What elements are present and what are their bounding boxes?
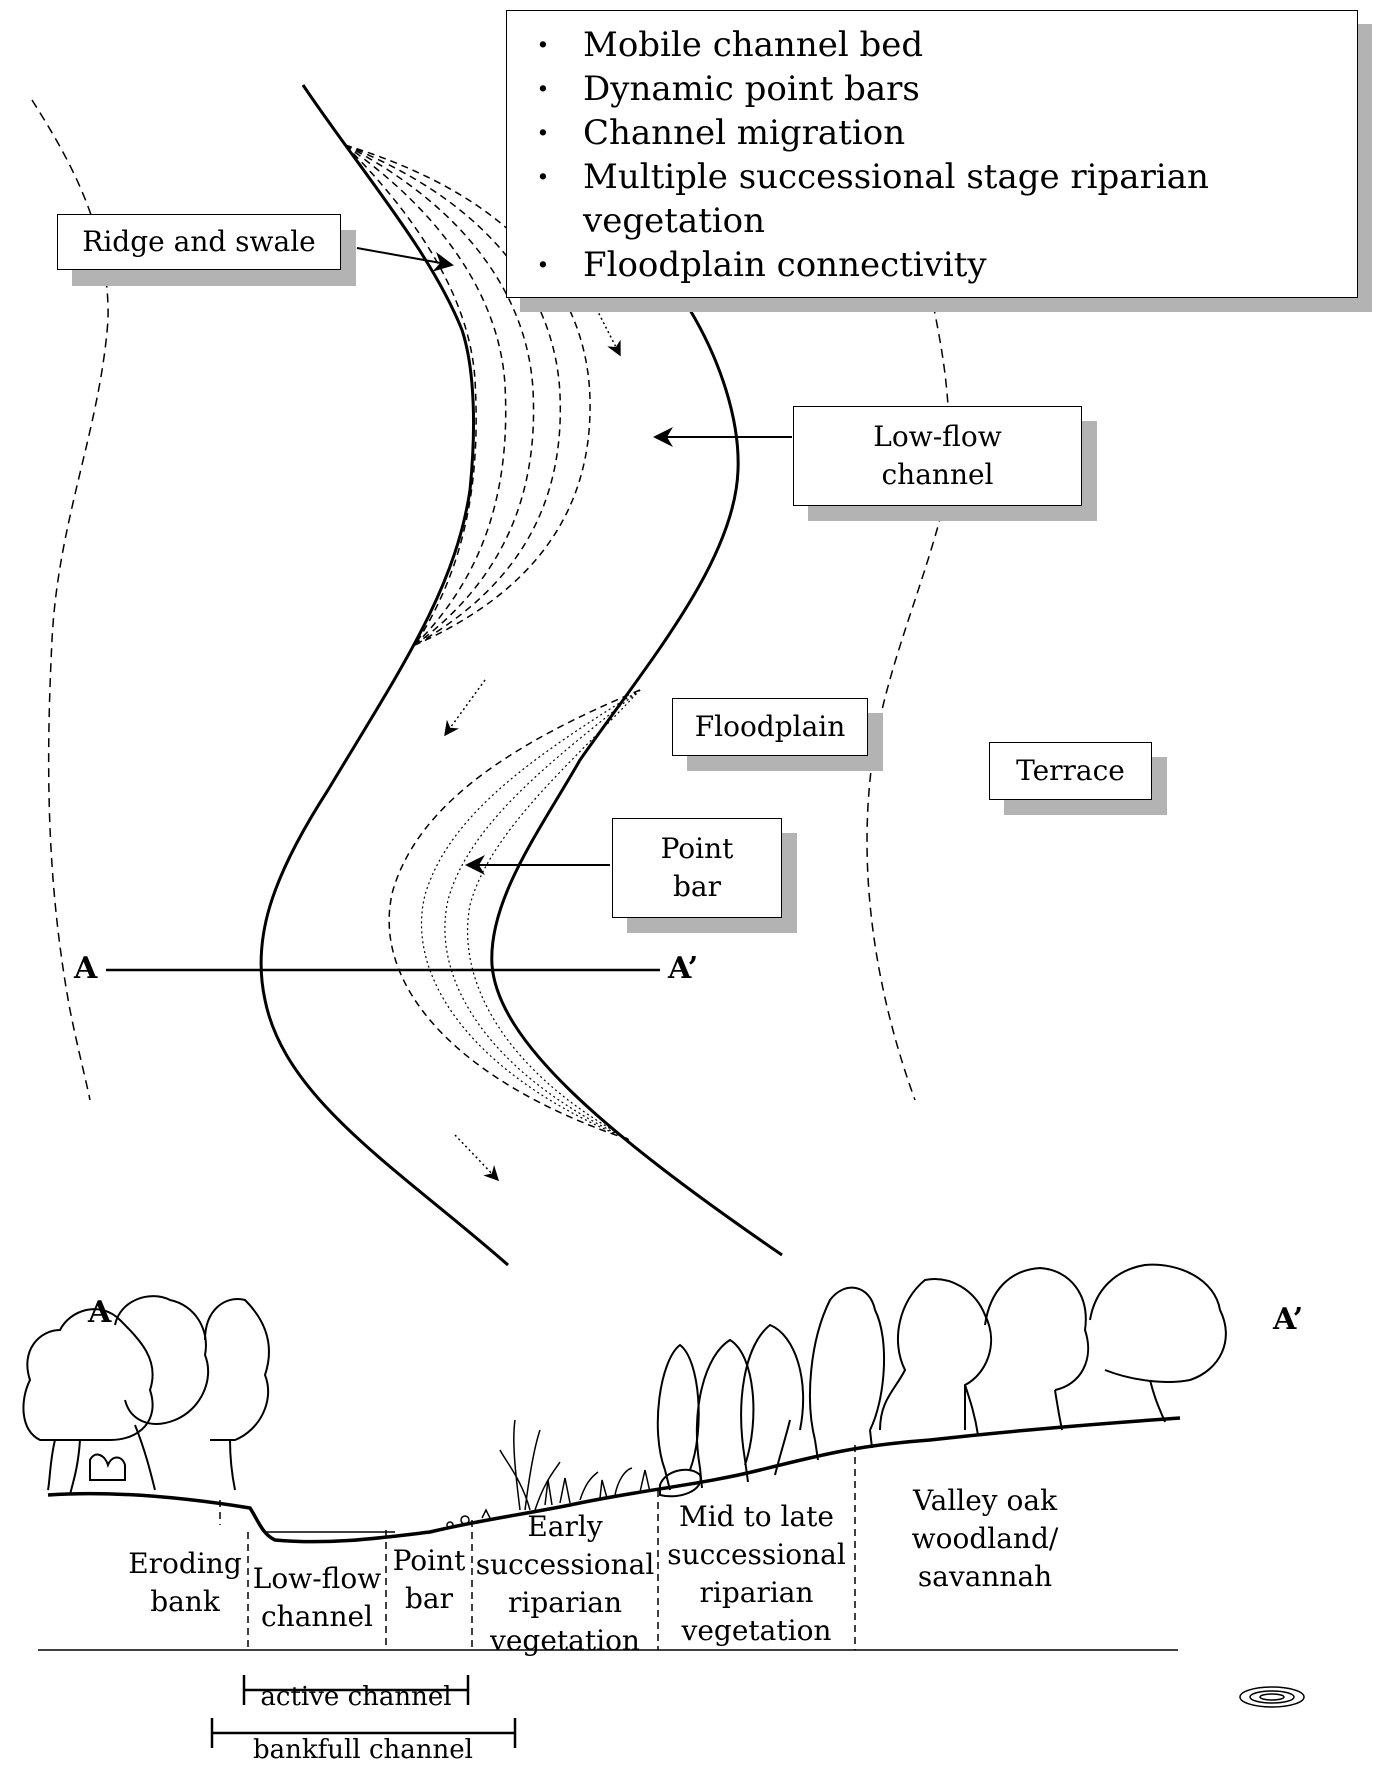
left-terrace-edge [31,99,109,1101]
zone-valley-oak: Valley oak woodland/ savannah [911,1484,1059,1593]
bullet-item: Dynamic point bars [531,67,1337,111]
terrace-label: Terrace [989,742,1152,800]
right-channel-bank [490,309,783,1257]
ridge-swale-label: Ridge and swale [57,214,341,270]
low-flow-channel-label: Low-flow channel [793,406,1082,506]
bullet-item: Multiple successional stage riparian veg… [531,155,1337,243]
zone-early-successional: Early successional riparian vegetation [475,1510,655,1657]
ridge-swale-leader [356,247,454,272]
zone-point-bar: Point bar [392,1544,466,1615]
point-bar-lines [388,689,641,1141]
profile-mark-a-prime: A’ [1273,1302,1304,1337]
ridge-and-swale-lines [344,144,591,646]
zone-mid-late-successional: Mid to late successional riparian vegeta… [667,1500,846,1647]
right-oak-trees [656,1263,1227,1498]
logo-mark [1239,1686,1305,1708]
zone-eroding-bank: Eroding bank [128,1547,242,1618]
left-oak-trees [22,1295,270,1496]
zone-low-flow-channel: Low-flow channel [252,1562,382,1633]
section-mark-a: A [74,951,98,986]
point-bar-label: Point bar [612,818,782,918]
left-channel-bank [259,84,509,1267]
grasses-and-cobbles [446,1419,651,1529]
bullet-item: Mobile channel bed [531,23,1337,67]
floodplain-label: Floodplain [672,698,868,756]
active-channel-extent [242,1675,470,1705]
profile-mark-a: A [88,1295,112,1330]
bullet-item: Channel migration [531,111,1337,155]
ground-profile [47,1416,1181,1544]
active-channel-label: active channel [260,1682,451,1712]
section-mark-a-prime: A’ [668,951,699,986]
bankfull-channel-label: bankfull channel [253,1735,473,1765]
bankfull-channel-extent [210,1718,517,1748]
bullet-item: Floodplain connectivity [531,243,1337,287]
characteristics-list: Mobile channel bed Dynamic point bars Ch… [531,23,1337,287]
characteristics-box: Mobile channel bed Dynamic point bars Ch… [506,10,1358,298]
zone-separators [219,1445,856,1650]
